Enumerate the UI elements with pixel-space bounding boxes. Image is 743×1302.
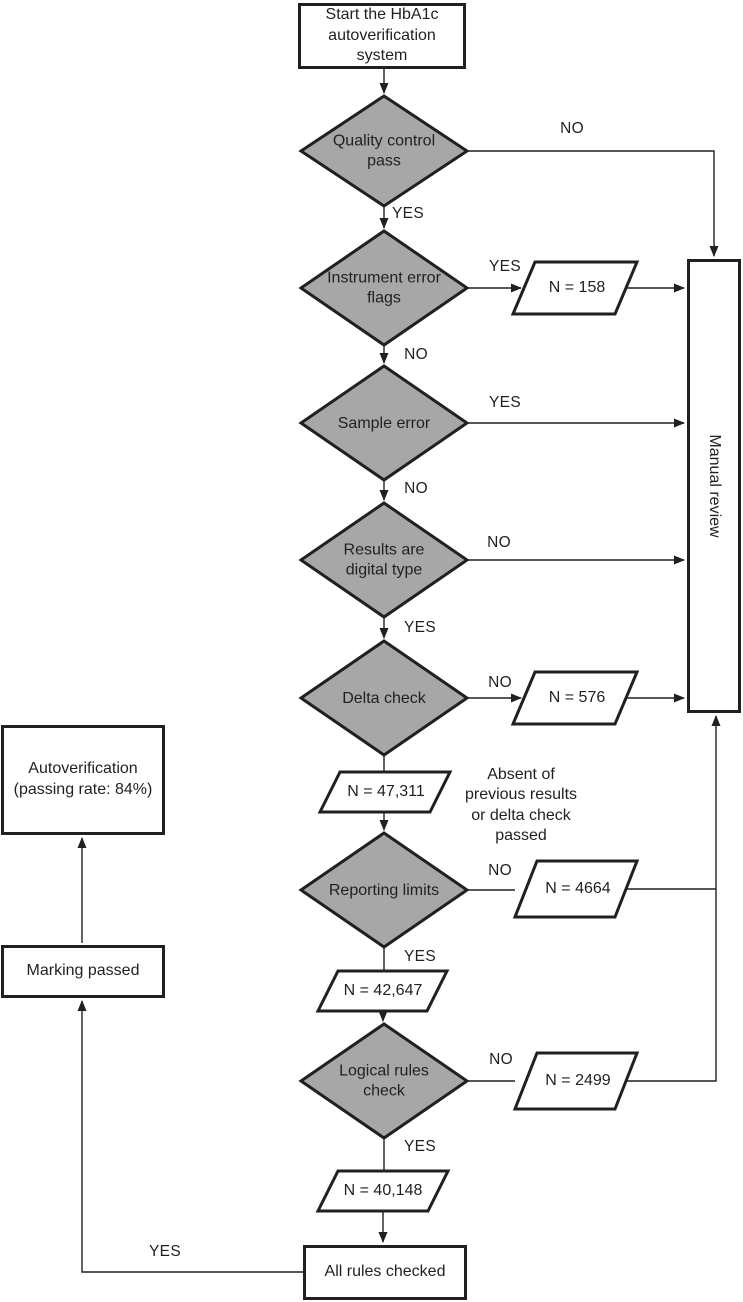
diamond-digital-type: [298, 501, 470, 619]
diamond-quality-control-label: Quality control pass: [332, 132, 436, 170]
parallelogram-n158-label: N = 158: [548, 278, 606, 296]
parallelogram-n47311-label: N = 47,311: [347, 782, 425, 800]
edge-label-lr-yes: YES: [404, 1138, 436, 1156]
diamond-reporting-limits: [298, 831, 470, 949]
edge-all-rules-yes-to-marking-passed: [77, 1000, 303, 1273]
node-manual-review: [687, 259, 741, 713]
node-marking-passed: Marking passed: [1, 945, 165, 998]
parallelogram-n40148: [315, 1169, 451, 1213]
edge-label-rl-no: NO: [488, 862, 512, 880]
diamond-quality-control: [298, 94, 470, 208]
edge-label-ie-yes: YES: [489, 258, 521, 276]
node-start-label: Start the HbA1c autoverification system: [325, 5, 439, 65]
edge-label-arc-yes: YES: [149, 1243, 181, 1261]
edge-label-rl-yes: YES: [404, 948, 436, 966]
delta-check-note: Absent of previous results or delta chec…: [464, 766, 578, 845]
diamond-instrument-error: [298, 229, 470, 347]
diamond-delta-check-label: Delta check: [342, 689, 426, 707]
diamond-reporting-limits-label: Reporting limits: [328, 881, 440, 899]
edge-label-se-no: NO: [404, 480, 428, 498]
parallelogram-n42647-label: N = 42,647: [343, 981, 423, 999]
parallelogram-n576-label: N = 576: [548, 688, 606, 706]
edge-label-se-yes: YES: [489, 394, 521, 412]
node-all-rules-checked-label: All rules checked: [324, 1263, 446, 1281]
diamond-logical-rules: [298, 1022, 470, 1140]
diamond-digital-type-label: Results are digital type: [343, 541, 425, 579]
edge-label-dt-yes: YES: [404, 619, 436, 637]
node-autoverification: Autoverification (passing rate: 84%): [1, 725, 165, 835]
diamond-instrument-error-label: Instrument error flags: [327, 269, 441, 307]
parallelogram-n2499: [512, 1051, 640, 1111]
parallelogram-n4664: [512, 859, 640, 919]
edge-label-dc-no: NO: [488, 674, 512, 692]
node-autoverification-label: Autoverification (passing rate: 84%): [13, 760, 153, 798]
node-all-rules-checked: All rules checked: [303, 1245, 467, 1300]
parallelogram-n40148-label: N = 40,148: [343, 1181, 423, 1199]
edge-label-qc-yes: YES: [392, 205, 424, 223]
parallelogram-n4664-label: N = 4664: [545, 879, 611, 897]
edge-quality-control-no-to-manual-review: [467, 150, 719, 257]
edge-label-dt-no: NO: [487, 534, 511, 552]
node-manual-review-label: Manual review: [706, 434, 723, 538]
diamond-sample-error-label: Sample error: [337, 414, 431, 432]
edge-label-ie-no: NO: [404, 346, 428, 364]
parallelogram-n2499-label: N = 2499: [545, 1071, 611, 1089]
parallelogram-n47311: [317, 770, 453, 814]
node-marking-passed-label: Marking passed: [26, 962, 140, 980]
edge-label-qc-no: NO: [560, 120, 584, 138]
edge-n2499-up-to-manual-review: [626, 715, 721, 1082]
diamond-logical-rules-label: Logical rules check: [339, 1062, 429, 1100]
edge-label-lr-no: NO: [489, 1051, 513, 1069]
parallelogram-n576: [510, 670, 640, 726]
parallelogram-n42647: [315, 969, 450, 1013]
node-start: Start the HbA1c autoverification system: [298, 3, 466, 69]
diamond-sample-error: [298, 364, 470, 482]
diamond-delta-check: [298, 639, 470, 757]
parallelogram-n158: [510, 260, 640, 316]
